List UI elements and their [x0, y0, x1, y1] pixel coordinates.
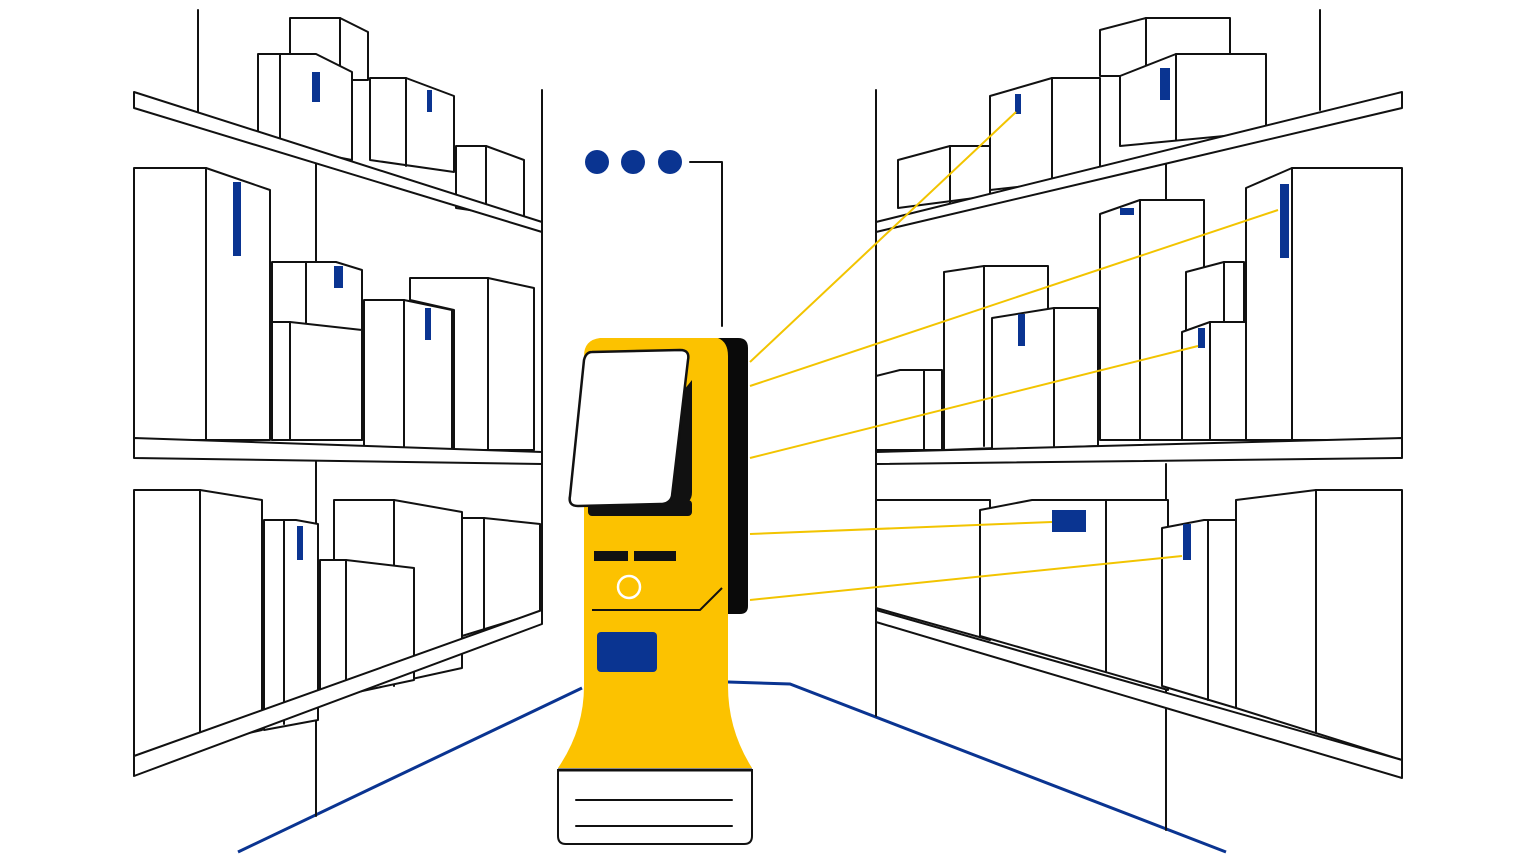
right-middle-boxes: [875, 167, 1403, 451]
scan-beam: [749, 521, 1053, 535]
left-shelf-middle: [133, 437, 543, 465]
label-tag: [312, 72, 320, 102]
robot-screen[interactable]: [568, 348, 690, 508]
robot-base: [557, 769, 753, 845]
floor-line-left: [237, 686, 583, 854]
scan-beam: [749, 111, 1017, 363]
right-lower-boxes: [875, 489, 1403, 761]
right-shelf-top: [875, 91, 1403, 233]
label-tag: [427, 90, 432, 112]
left-top-boxes: [257, 17, 525, 219]
label-tag: [1018, 314, 1025, 346]
label-tag: [425, 308, 431, 340]
circle-button-icon[interactable]: [616, 574, 642, 600]
robot-panel-line: [592, 587, 723, 611]
label-tag: [334, 266, 343, 288]
label-tag: [233, 182, 241, 256]
right-shelf-bottom: [875, 609, 1403, 779]
label-tag: [1280, 184, 1289, 258]
label-tag: [1015, 94, 1021, 114]
scan-beam: [749, 209, 1279, 387]
left-shelf-top: [133, 91, 543, 233]
inventory-robot: [557, 338, 753, 845]
scan-beams: [749, 111, 1279, 601]
ellipsis-speech-icon: [585, 150, 723, 327]
scan-beam: [749, 345, 1199, 459]
floor-line-right: [727, 680, 1227, 854]
label-tag: [1052, 510, 1086, 532]
robot-vent-slot: [634, 551, 676, 561]
label-tag: [1183, 524, 1191, 560]
status-connector: [689, 161, 723, 327]
left-shelf-bottom: [133, 609, 543, 777]
label-tag: [1160, 68, 1170, 100]
right-shelf-middle: [875, 437, 1403, 465]
right-top-boxes: [897, 17, 1267, 209]
right-shelving-unit: [875, 9, 1403, 831]
scan-beam: [749, 555, 1183, 601]
label-tag: [1198, 328, 1205, 348]
floor-lines: [237, 680, 1227, 854]
label-tag: [297, 526, 303, 560]
left-lower-boxes: [133, 489, 541, 761]
left-shelving-unit: [133, 9, 543, 817]
label-tag: [1120, 208, 1134, 215]
left-middle-boxes: [133, 167, 535, 451]
robot-vent-slot: [594, 551, 628, 561]
blue-badge-icon: [597, 632, 657, 672]
